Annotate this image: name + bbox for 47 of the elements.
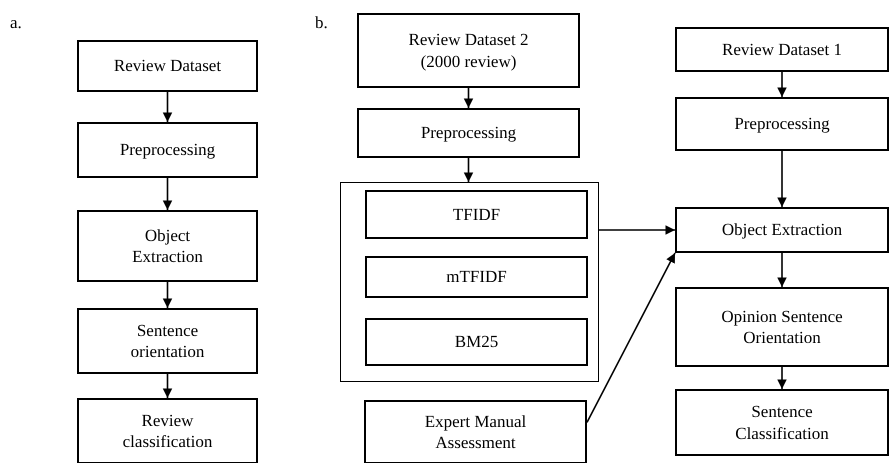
panel-label: b. [315,12,328,34]
box-label: Preprocessing [118,139,216,161]
arrow [162,374,172,398]
arrow [586,252,676,423]
box-label: Object Extraction [131,224,204,268]
arrow [777,151,787,207]
process-box [77,40,258,92]
process-box [77,210,258,282]
box-label: Preprocessing [733,113,831,135]
process-box [77,122,258,178]
process-box [77,308,258,374]
process-box [675,207,889,253]
box-label: Sentence orientation [130,320,206,362]
process-box [77,398,258,463]
box-label: Review Dataset 2 (2000 review) [408,29,530,72]
process-box [675,287,889,367]
arrow [599,225,675,235]
box-label: Expert Manual Assessment [424,410,528,454]
arrow [464,88,474,108]
process-box [675,97,889,151]
arrow [777,72,787,97]
group-box [340,182,599,382]
arrow [464,158,474,182]
arrow [777,253,787,287]
box-label: Review Dataset [112,55,222,77]
box-label: Review Dataset 1 [721,38,843,60]
process-box [357,108,580,158]
arrow [162,178,172,210]
box-label: Sentence Classification [734,401,830,444]
box-label: Preprocessing [420,122,518,144]
box-label: TFIDF [452,204,502,226]
process-box [365,318,588,366]
arrow [777,367,787,389]
process-box [675,27,889,72]
process-box [364,400,587,463]
box-label: BM25 [454,331,500,353]
box-label: Object Extraction [720,219,844,241]
process-box [365,256,588,298]
arrow [162,282,172,308]
box-label: Review classification [122,410,214,452]
box-label: Opinion Sentence Orientation [720,306,844,348]
process-box [357,13,580,88]
panel-label: a. [10,12,22,34]
process-box [675,389,889,456]
arrow [162,92,172,122]
process-box [365,190,588,239]
box-label: mTFIDF [445,266,508,288]
